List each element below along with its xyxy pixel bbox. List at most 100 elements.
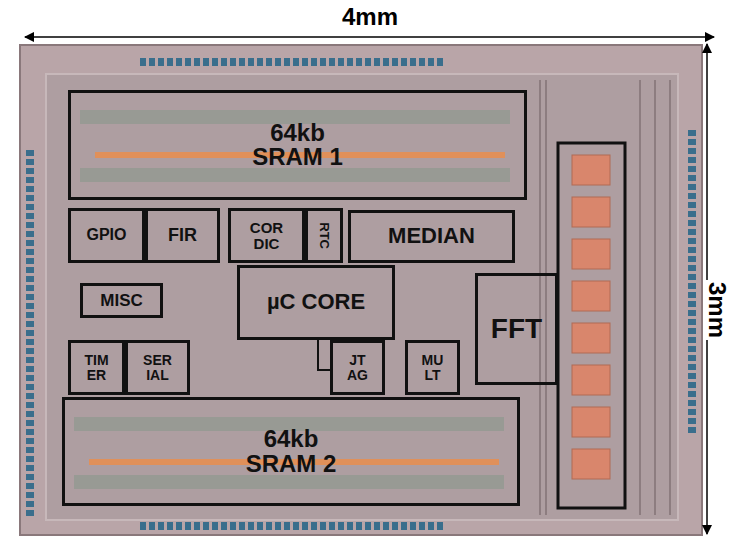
bond-pad (365, 522, 371, 530)
bond-pad (26, 438, 34, 444)
bond-pad (392, 522, 398, 530)
bond-pad (194, 522, 200, 530)
block-label: RTC (317, 222, 330, 249)
bond-pad (329, 58, 335, 66)
bond-pad (688, 400, 696, 406)
bond-pad (248, 522, 254, 530)
bond-pad (302, 522, 308, 530)
bond-pad (347, 58, 353, 66)
bond-pad (26, 267, 34, 273)
bond-pad (356, 58, 362, 66)
circuit-block: MISC (80, 283, 163, 318)
bond-pad (392, 58, 398, 66)
bond-pad (185, 522, 191, 530)
bond-pad (26, 429, 34, 435)
block-label: TIM ER (77, 353, 117, 382)
bond-pad (428, 58, 434, 66)
bond-pad (320, 522, 326, 530)
analog-cell (572, 323, 610, 353)
bond-pad (149, 522, 155, 530)
metal-line (669, 80, 671, 515)
bond-pad (212, 58, 218, 66)
bond-pad (194, 58, 200, 66)
bond-pad (320, 58, 326, 66)
bond-pad (688, 418, 696, 424)
bond-pad (383, 58, 389, 66)
bond-pad (688, 166, 696, 172)
bond-pad (26, 294, 34, 300)
bond-pad (26, 222, 34, 228)
bond-pad (26, 195, 34, 201)
circuit-block: µC CORE (237, 265, 395, 340)
bond-pad (688, 283, 696, 289)
bond-pad (688, 157, 696, 163)
bond-pad (230, 58, 236, 66)
bond-pad (140, 522, 146, 530)
block-label: SER IAL (138, 353, 178, 382)
circuit-block: COR DIC (228, 208, 305, 263)
block-label: FFT (491, 315, 542, 344)
block-label: MU LT (418, 353, 448, 382)
bond-pad (239, 522, 245, 530)
bond-pad (688, 202, 696, 208)
bond-pad (26, 492, 34, 498)
bond-pad (401, 58, 407, 66)
bond-pad (410, 522, 416, 530)
bond-pad (26, 474, 34, 480)
analog-cell (572, 155, 610, 185)
bond-pad (437, 58, 443, 66)
bond-pad (338, 58, 344, 66)
bond-pad (383, 522, 389, 530)
block-label: FIR (168, 226, 197, 244)
bond-pad (26, 456, 34, 462)
block-label: COR DIC (244, 220, 290, 251)
bond-pad (688, 310, 696, 316)
bond-pad (203, 522, 209, 530)
bond-pad (26, 411, 34, 417)
bond-pad (688, 319, 696, 325)
bond-pad (26, 393, 34, 399)
bond-pad (401, 522, 407, 530)
circuit-block: MEDIAN (348, 210, 515, 263)
bond-pad (329, 522, 335, 530)
bond-pad (356, 522, 362, 530)
bond-pad (302, 58, 308, 66)
bond-pad (257, 522, 263, 530)
bond-pad (374, 58, 380, 66)
bond-pad (26, 510, 34, 516)
bond-pad (284, 58, 290, 66)
bond-pad (688, 274, 696, 280)
bracket-line (318, 340, 330, 370)
bond-pad (26, 312, 34, 318)
bond-pad (365, 58, 371, 66)
bond-pad (158, 522, 164, 530)
bond-pad (688, 373, 696, 379)
bond-pad (688, 184, 696, 190)
dimension-arrow (25, 36, 714, 38)
sram-band (74, 475, 504, 489)
circuit-block: 64kb SRAM 2 (62, 397, 520, 506)
block-label: JT AG (343, 353, 373, 382)
bond-pad (26, 276, 34, 282)
bond-pad (688, 139, 696, 145)
bond-pad (688, 364, 696, 370)
block-label: 64kb SRAM 2 (239, 427, 343, 476)
analog-cell (572, 365, 610, 395)
sram-band (80, 168, 510, 182)
bond-pad (428, 522, 434, 530)
metal-line (654, 80, 656, 515)
bond-pad (688, 130, 696, 136)
bond-pad (149, 58, 155, 66)
bond-pad (688, 382, 696, 388)
bond-pad (26, 375, 34, 381)
bond-pad (26, 348, 34, 354)
metal-line (539, 80, 541, 515)
bond-pad (688, 292, 696, 298)
bond-pad (26, 240, 34, 246)
bond-pad (688, 247, 696, 253)
die-core (46, 74, 678, 520)
block-outline (558, 143, 625, 508)
bond-pad (26, 186, 34, 192)
bond-pad (688, 427, 696, 433)
